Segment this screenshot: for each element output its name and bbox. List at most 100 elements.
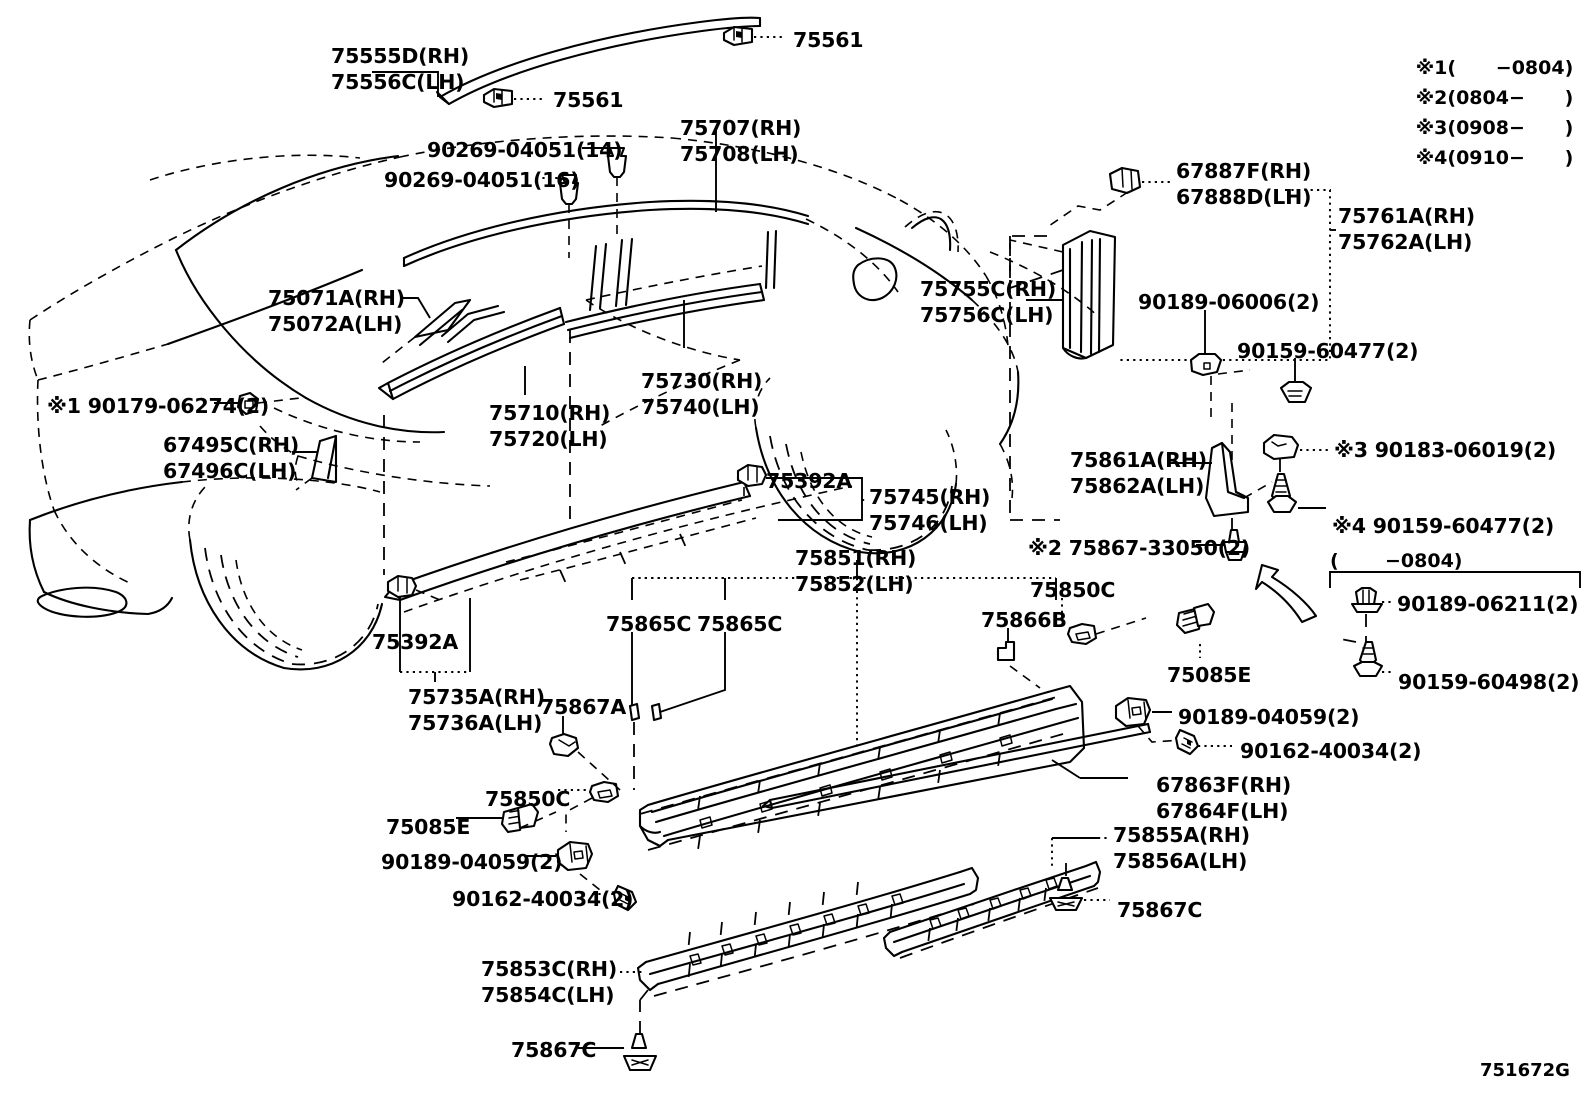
part-label-l37: 75850C bbox=[485, 787, 571, 811]
part-label-l04: 90269-04051(14) bbox=[427, 138, 623, 162]
part-label-l06: 75707(RH) 75708(LH) bbox=[680, 116, 802, 166]
legend-item-3: ※3(0908− ) bbox=[1376, 89, 1574, 167]
clip-90189-06211 bbox=[1335, 586, 1392, 658]
window-frame-lines bbox=[585, 218, 899, 427]
roof-side-garnish-part bbox=[381, 297, 506, 364]
part-label-l30: 75085E bbox=[1167, 663, 1252, 687]
clip-75867c-right bbox=[1048, 856, 1110, 912]
part-label-l33: 75867A bbox=[540, 695, 626, 719]
clip-75867c-bottom bbox=[578, 989, 1592, 1072]
part-label-l38: 75085E bbox=[386, 815, 471, 839]
part-label-l10: 75755C(RH) 75756C(LH) bbox=[920, 277, 1057, 327]
screw-75085e-left bbox=[456, 802, 557, 834]
part-label-l32: 75735A(RH) 75736A(LH) bbox=[408, 685, 545, 735]
rocker-panel-garnish-main bbox=[638, 684, 1086, 851]
part-label-l27: 75865C bbox=[606, 612, 692, 636]
clip-90189-04059-left bbox=[524, 840, 601, 891]
part-label-l19: 75392A bbox=[766, 469, 852, 493]
screw-75085e-right bbox=[1175, 602, 1216, 658]
part-label-l13: 75730(RH) 75740(LH) bbox=[641, 369, 763, 419]
clip-75392a-lower bbox=[386, 574, 441, 624]
clip-75850c-left bbox=[558, 780, 620, 832]
clip-75867a bbox=[548, 716, 621, 791]
part-label-l16: 67495C(RH) 67496C(LH) bbox=[163, 433, 300, 483]
screw-90159-60477-upper bbox=[1279, 358, 1313, 404]
rocker-retainer-75853c bbox=[620, 866, 980, 997]
diagram-id: 751672G bbox=[1480, 1060, 1570, 1081]
part-label-l29: 75392A bbox=[372, 630, 458, 654]
clip-67887f bbox=[1045, 166, 1172, 229]
legend-mark-3: ※3 bbox=[1415, 117, 1448, 139]
screw-90159-60477-mudguard bbox=[1266, 472, 1326, 514]
part-label-l36: 67863F(RH) 67864F(LH) bbox=[1156, 773, 1292, 823]
clip-90183-06019 bbox=[1262, 433, 1328, 492]
part-label-l23: 75851(RH) 75852(LH) bbox=[795, 546, 917, 596]
cowl-garnish-67495c bbox=[292, 434, 338, 491]
clip-90269-04051-14 bbox=[582, 146, 628, 236]
part-label-l35: 90162-40034(2) bbox=[1240, 739, 1422, 763]
legend-mark-1: ※1 bbox=[1415, 57, 1448, 79]
clip-75866b bbox=[996, 628, 1041, 689]
part-label-l12: 90159-60477(2) bbox=[1237, 339, 1419, 363]
clip-90189-06006 bbox=[1189, 310, 1251, 420]
retainer-75865c-right bbox=[650, 632, 726, 722]
screw-90159-60498 bbox=[1352, 640, 1394, 678]
bracket-date-note: ( −0804) bbox=[1330, 550, 1463, 572]
part-label-l41: 75867C bbox=[1117, 898, 1203, 922]
part-label-l34: 90189-04059(2) bbox=[1178, 705, 1360, 729]
part-label-l14: ※1 90179-06274(2) bbox=[47, 394, 270, 418]
part-label-l24: 75850C bbox=[1030, 578, 1116, 602]
part-label-l22: ※2 75867-33050(2) bbox=[1028, 536, 1251, 560]
part-label-l15: 75710(RH) 75720(LH) bbox=[489, 401, 611, 451]
part-label-l17: 75861A(RH) 75862A(LH) bbox=[1070, 448, 1207, 498]
legend-item-4: ※4(0910− ) bbox=[1376, 119, 1574, 197]
clip-90179-06274 bbox=[214, 391, 301, 416]
part-label-l08: 75761A(RH) 75762A(LH) bbox=[1338, 204, 1475, 254]
mudguard-part bbox=[1170, 400, 1273, 536]
part-label-l39: 75855A(RH) 75856A(LH) bbox=[1113, 823, 1250, 873]
part-label-l43: 75853C(RH) 75854C(LH) bbox=[481, 957, 618, 1007]
grommet-75867-33050 bbox=[1196, 528, 1248, 562]
leader-75555d bbox=[372, 71, 439, 97]
bracket-75745 bbox=[768, 477, 863, 521]
legend-text-1: ( −0804) bbox=[1447, 57, 1574, 79]
legend-mark-2: ※2 bbox=[1415, 87, 1448, 109]
part-label-l25: 90189-06211(2) bbox=[1397, 592, 1579, 616]
part-label-l05: 90269-04051(16) bbox=[384, 168, 580, 192]
moulding-67863f-strip bbox=[761, 722, 1152, 810]
part-label-l09: 75071A(RH) 75072A(LH) bbox=[268, 286, 405, 336]
clip-90189-04059-right bbox=[1114, 696, 1183, 743]
reference-arrow bbox=[1254, 563, 1318, 624]
part-label-l11: 90189-06006(2) bbox=[1138, 290, 1320, 314]
legend-text-3: (0908− ) bbox=[1447, 117, 1574, 139]
part-label-l40: 90189-04059(2) bbox=[381, 850, 563, 874]
front-door-belt-moulding bbox=[377, 306, 566, 401]
rocker-moulding-on-body bbox=[383, 480, 853, 613]
clip-90269-04051-16 bbox=[536, 173, 580, 258]
legend-text-4: (0910− ) bbox=[1447, 147, 1574, 169]
legend-item-2: ※2(0804− ) bbox=[1376, 59, 1574, 137]
screw-90162-40034-left bbox=[592, 884, 638, 912]
clip-75561-upper bbox=[722, 25, 786, 47]
legend-mark-4: ※4 bbox=[1415, 147, 1448, 169]
part-label-l20: 75745(RH) 75746(LH) bbox=[869, 485, 991, 535]
part-label-l44: 75867C bbox=[511, 1038, 597, 1062]
clip-75561-lower bbox=[482, 87, 546, 109]
legend-item-1: ※1( −0804) bbox=[1376, 29, 1574, 107]
part-label-l28: 75865C bbox=[697, 612, 783, 636]
vehicle-body-outline bbox=[28, 135, 1101, 671]
roof-moulding-on-body bbox=[402, 130, 810, 268]
bracket-0804-box bbox=[1329, 571, 1581, 588]
part-label-l26: 75866B bbox=[981, 608, 1067, 632]
part-label-l07: 67887F(RH) 67888D(LH) bbox=[1176, 159, 1312, 209]
part-label-l18: ※3 90183-06019(2) bbox=[1334, 438, 1557, 462]
part-label-l31: 90159-60498(2) bbox=[1398, 670, 1580, 694]
clip-75850c-right bbox=[1061, 598, 1147, 646]
rear-door-belt-moulding bbox=[564, 282, 766, 348]
part-label-l42: 90162-40034(2) bbox=[452, 887, 634, 911]
bracket-75761a-box bbox=[1118, 189, 1331, 361]
part-label-l21: ※4 90159-60477(2) bbox=[1332, 514, 1555, 538]
retainer-75865c-left bbox=[628, 632, 641, 790]
